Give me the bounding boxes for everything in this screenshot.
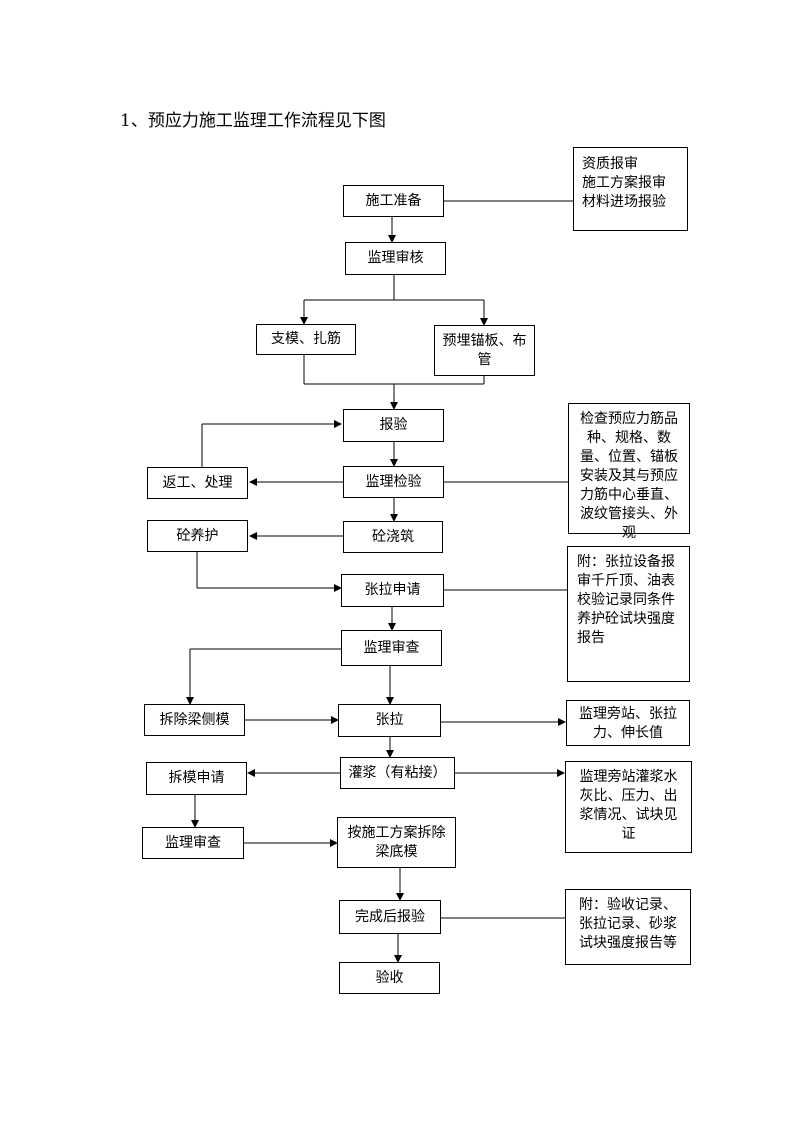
node-construction-prep: 施工准备 xyxy=(343,185,444,217)
node-supervision-audit: 监理审核 xyxy=(345,242,446,275)
node-supervision-review-2: 监理审查 xyxy=(142,827,244,859)
note-prep-documents: 资质报审 施工方案报审 材料进场报验 xyxy=(573,147,688,231)
node-remove-form-apply: 拆模申请 xyxy=(146,762,247,795)
node-supervision-inspect: 监理检验 xyxy=(343,466,444,498)
node-finish-report: 完成后报验 xyxy=(339,900,441,934)
note-grout-watch: 监理旁站灌浆水灰比、压力、出浆情况、试块见证 xyxy=(565,761,692,853)
page-title: 1、预应力施工监理工作流程见下图 xyxy=(120,111,386,131)
node-formwork-rebar: 支模、扎筋 xyxy=(256,324,356,355)
note-tension-documents: 附：张拉设备报审千斤顶、油表校验记录同条件养护砼试块强度报告 xyxy=(567,546,690,682)
node-rework: 返工、处理 xyxy=(147,467,248,499)
note-tension-watch: 监理旁站、张拉力、伸长值 xyxy=(566,700,690,746)
node-embed-anchor: 预埋锚板、布管 xyxy=(434,325,535,376)
node-concrete-cure: 砼养护 xyxy=(147,520,248,552)
node-concrete-pour: 砼浇筑 xyxy=(343,521,443,553)
node-supervision-review: 监理审查 xyxy=(341,630,442,666)
note-acceptance-documents: 附：验收记录、张拉记录、砂浆试块强度报告等 xyxy=(565,889,691,965)
node-grouting: 灌浆（有粘接） xyxy=(340,757,455,789)
node-report: 报验 xyxy=(343,409,444,442)
node-acceptance: 验收 xyxy=(339,962,440,994)
node-remove-bottom-form: 按施工方案拆除梁底模 xyxy=(337,817,456,868)
node-tension: 张拉 xyxy=(338,704,441,737)
node-remove-side-form: 拆除梁侧模 xyxy=(144,704,245,736)
node-tension-application: 张拉申请 xyxy=(341,574,444,607)
note-inspection-items: 检查预应力筋品种、规格、数量、位置、锚板安装及其与预应力筋中心垂直、波纹管接头、… xyxy=(568,403,690,541)
